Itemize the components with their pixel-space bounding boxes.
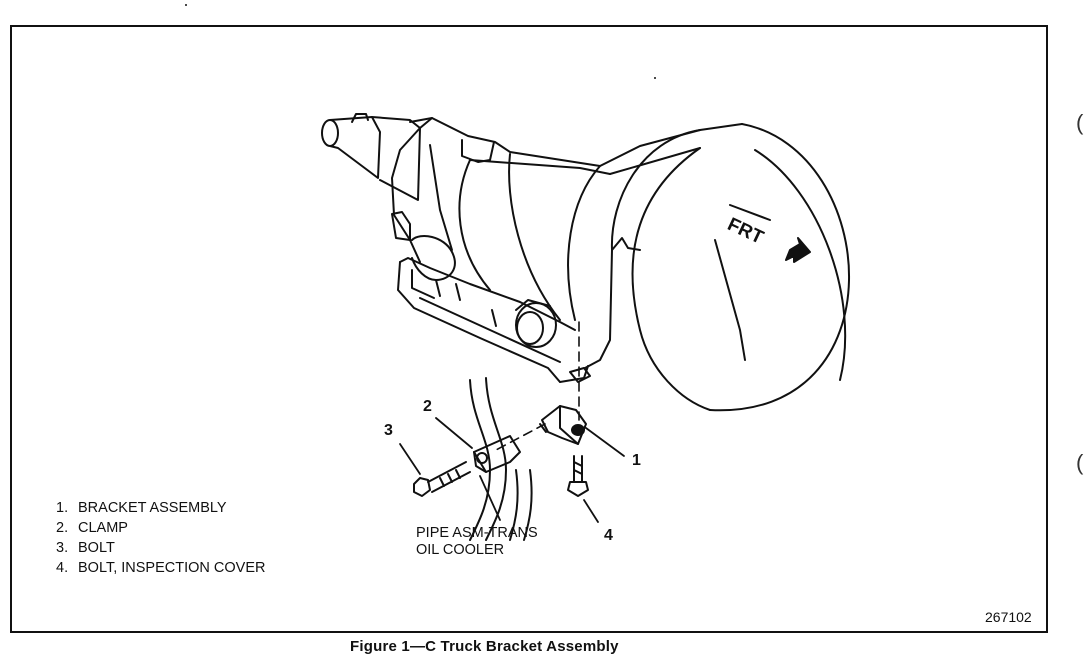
parts-legend: 1. BRACKET ASSEMBLY 2. CLAMP 3. BOLT 4. … bbox=[56, 498, 265, 578]
leader-lines bbox=[399, 417, 625, 523]
legend-number: 3. bbox=[56, 540, 69, 556]
diagram-frame bbox=[10, 25, 1048, 633]
callout-2: 2 bbox=[423, 398, 432, 415]
legend-item: 2. CLAMP bbox=[56, 518, 265, 538]
assembly-centerlines bbox=[495, 321, 580, 451]
legend-item: 1. BRACKET ASSEMBLY bbox=[56, 498, 265, 518]
legend-number: 4. bbox=[56, 560, 69, 576]
binder-hole-mark: ( bbox=[1076, 110, 1084, 135]
pipe-label: PIPE ASM-TRANS OIL COOLER bbox=[416, 525, 538, 559]
legend-text: BOLT, INSPECTION COVER bbox=[78, 560, 266, 576]
legend-item: 3. BOLT bbox=[56, 538, 265, 558]
callout-4: 4 bbox=[604, 527, 613, 544]
figure-caption: Figure 1—C Truck Bracket Assembly bbox=[350, 638, 619, 655]
tailshaft bbox=[321, 113, 421, 201]
clamp-and-pipes bbox=[469, 377, 533, 541]
legend-text: BOLT bbox=[78, 540, 115, 556]
figure-number: 267102 bbox=[985, 609, 1032, 625]
pipe-label-line-2: OIL COOLER bbox=[416, 542, 505, 558]
pipe-label-line-1: PIPE ASM-TRANS bbox=[416, 525, 538, 541]
legend-text: CLAMP bbox=[78, 520, 128, 536]
callout-3: 3 bbox=[384, 422, 393, 439]
legend-item: 4. BOLT, INSPECTION COVER bbox=[56, 558, 265, 578]
legend-number: 1. bbox=[56, 500, 69, 516]
legend-text: BRACKET ASSEMBLY bbox=[78, 500, 227, 516]
front-arrow-icon bbox=[785, 237, 811, 263]
binder-hole-mark: ( bbox=[1076, 450, 1084, 475]
callout-1: 1 bbox=[632, 452, 641, 469]
bolt-3 bbox=[413, 461, 471, 497]
bracket-assembly bbox=[539, 405, 587, 445]
bolt-4 bbox=[567, 455, 589, 497]
transmission-case bbox=[391, 117, 850, 412]
legend-number: 2. bbox=[56, 520, 69, 536]
